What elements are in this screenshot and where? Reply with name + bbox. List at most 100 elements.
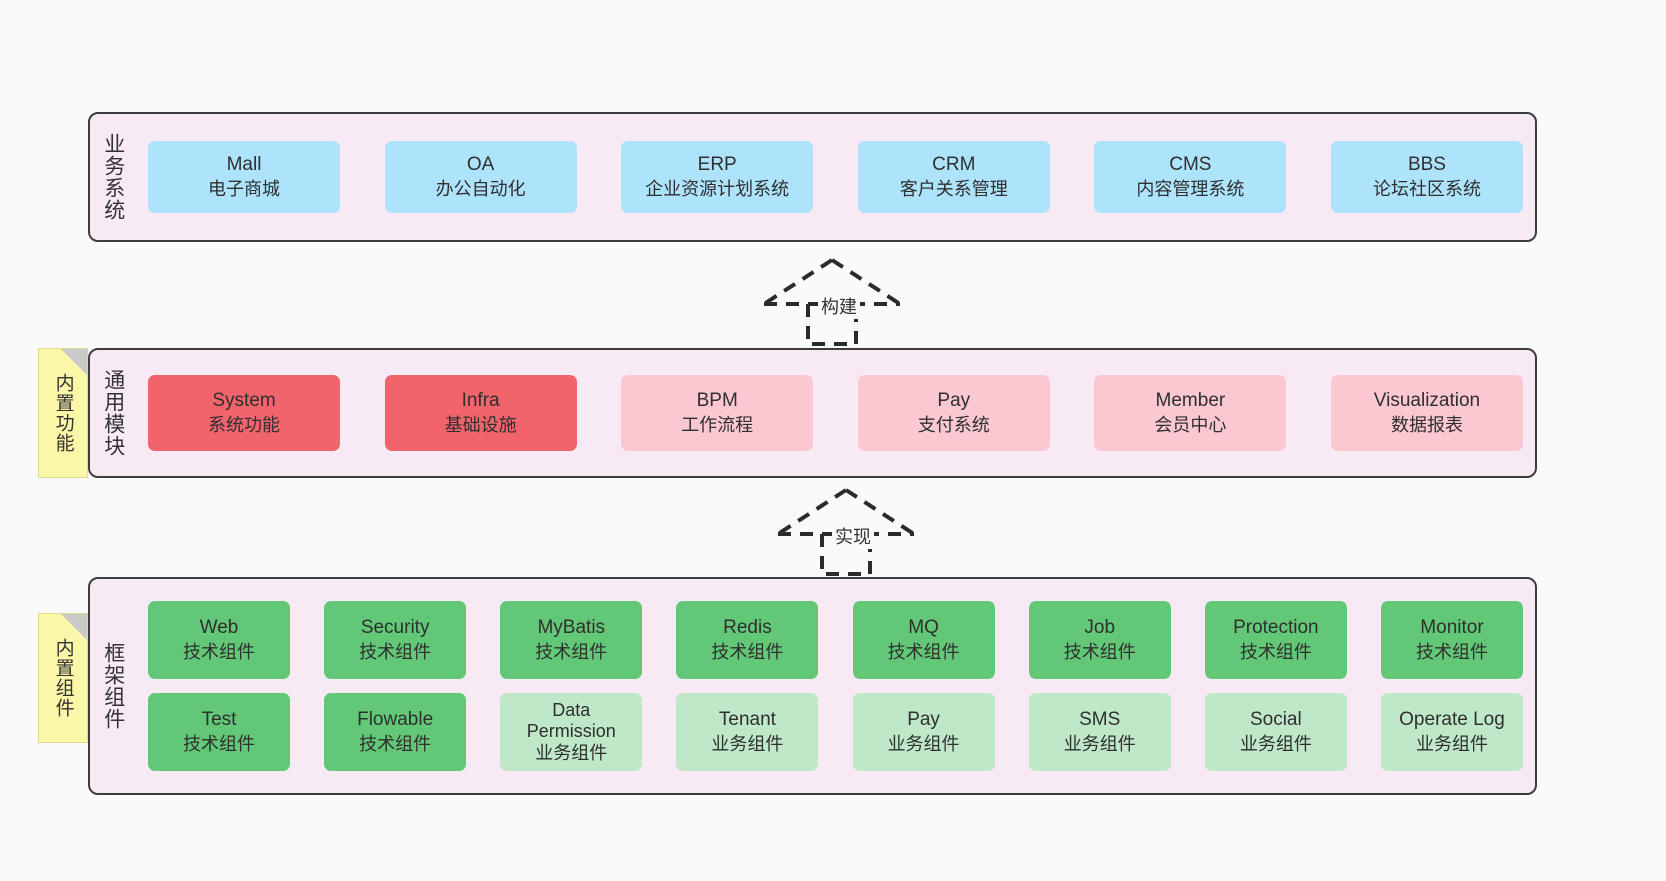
connector-implement: 实现 (770, 488, 922, 576)
card-monitor[interactable]: Monitor 技术组件 (1380, 601, 1523, 679)
card-mall-cn: 电子商城 (208, 178, 280, 199)
card-pay-module[interactable]: Pay 支付系统 (857, 375, 1050, 451)
card-infra-cn: 基础设施 (444, 414, 517, 435)
card-cms[interactable]: CMS 内容管理系统 (1094, 141, 1287, 213)
card-visualization-cn: 数据报表 (1390, 414, 1463, 435)
card-monitor-en: Monitor (1420, 616, 1484, 638)
card-flowable[interactable]: Flowable 技术组件 (324, 693, 467, 771)
card-cms-cn: 内容管理系统 (1136, 178, 1245, 199)
card-system-cn: 系统功能 (208, 414, 280, 435)
card-job[interactable]: Job 技术组件 (1028, 601, 1171, 679)
card-pay-component-cn: 业务组件 (887, 733, 960, 754)
card-system-en: System (212, 389, 276, 411)
card-pay-module-cn: 支付系统 (917, 414, 990, 435)
card-test-en: Test (201, 708, 237, 730)
connector-build-label: 构建 (818, 293, 860, 319)
card-operate-log-en: Operate Log (1399, 708, 1505, 730)
card-member-cn: 会员中心 (1154, 414, 1227, 435)
card-sms[interactable]: SMS 业务组件 (1028, 693, 1171, 771)
card-bbs-en: BBS (1407, 153, 1446, 175)
card-web[interactable]: Web 技术组件 (148, 601, 290, 679)
card-social[interactable]: Social 业务组件 (1204, 693, 1347, 771)
layer-common-title: 通用模块 (101, 369, 125, 457)
card-flowable-en: Flowable (357, 708, 434, 730)
layer-business-title: 业务系统 (101, 133, 125, 221)
card-erp-en: ERP (697, 153, 737, 175)
card-member[interactable]: Member 会员中心 (1094, 375, 1287, 451)
card-sms-cn: 业务组件 (1063, 733, 1136, 754)
card-bbs[interactable]: BBS 论坛社区系统 (1330, 141, 1523, 213)
card-system[interactable]: System 系统功能 (148, 375, 340, 451)
card-visualization-en: Visualization (1373, 389, 1481, 411)
card-bbs-cn: 论坛社区系统 (1372, 178, 1481, 199)
card-infra[interactable]: Infra 基础设施 (384, 375, 577, 451)
card-operate-log-cn: 业务组件 (1415, 733, 1488, 754)
framework-card-row-1: Web 技术组件 Security 技术组件 MyBatis 技术组件 Redi… (148, 601, 1523, 679)
card-erp[interactable]: ERP 企业资源计划系统 (621, 141, 814, 213)
card-data-permission[interactable]: Data Permission 业务组件 (500, 693, 643, 771)
card-social-cn: 业务组件 (1239, 733, 1312, 754)
layer-framework-components[interactable]: 框架组件 Web 技术组件 Security 技术组件 MyBatis 技术组件… (88, 577, 1537, 795)
layer-framework-title: 框架组件 (101, 642, 125, 730)
card-data-permission-en: Data Permission (526, 700, 616, 742)
card-erp-cn: 企业资源计划系统 (645, 178, 790, 199)
card-mall[interactable]: Mall 电子商城 (148, 141, 340, 213)
card-security-cn: 技术组件 (359, 641, 432, 662)
sticky-note-builtin-components: 内置组件 (38, 613, 88, 743)
sticky-note-builtin-features-label: 内置功能 (52, 373, 74, 453)
card-crm-en: CRM (932, 153, 976, 175)
card-mall-en: Mall (226, 153, 262, 175)
card-protection[interactable]: Protection 技术组件 (1204, 601, 1347, 679)
card-web-cn: 技术组件 (183, 641, 255, 662)
card-oa-cn: 办公自动化 (435, 178, 526, 199)
card-operate-log[interactable]: Operate Log 业务组件 (1380, 693, 1523, 771)
card-visualization[interactable]: Visualization 数据报表 (1330, 375, 1523, 451)
card-crm-cn: 客户关系管理 (899, 178, 1008, 199)
card-redis-en: Redis (723, 616, 772, 638)
card-mybatis-cn: 技术组件 (535, 641, 608, 662)
sticky-note-builtin-components-label: 内置组件 (52, 638, 74, 718)
card-flowable-cn: 技术组件 (359, 733, 432, 754)
common-card-row: System 系统功能 Infra 基础设施 BPM 工作流程 Pay 支付系统… (148, 375, 1523, 451)
card-security-en: Security (360, 616, 430, 638)
business-card-row: Mall 电子商城 OA 办公自动化 ERP 企业资源计划系统 CRM 客户关系… (148, 141, 1523, 213)
card-mq-en: MQ (908, 616, 939, 638)
card-job-en: Job (1084, 616, 1116, 638)
card-oa-en: OA (466, 153, 495, 175)
card-infra-en: Infra (461, 389, 500, 411)
card-protection-en: Protection (1233, 616, 1319, 638)
card-web-en: Web (199, 616, 239, 638)
connector-build: 构建 (756, 258, 908, 346)
card-protection-cn: 技术组件 (1239, 641, 1312, 662)
card-redis-cn: 技术组件 (711, 641, 784, 662)
card-cms-en: CMS (1169, 153, 1212, 175)
card-pay-component[interactable]: Pay 业务组件 (852, 693, 995, 771)
card-mq-cn: 技术组件 (887, 641, 960, 662)
layer-business-systems[interactable]: 业务系统 Mall 电子商城 OA 办公自动化 ERP 企业资源计划系统 CRM… (88, 112, 1537, 242)
card-tenant-en: Tenant (718, 708, 776, 730)
layer-common-modules[interactable]: 通用模块 System 系统功能 Infra 基础设施 BPM 工作流程 Pay… (88, 348, 1537, 478)
card-pay-module-en: Pay (937, 389, 971, 411)
card-member-en: Member (1155, 389, 1226, 411)
card-bpm[interactable]: BPM 工作流程 (621, 375, 814, 451)
card-sms-en: SMS (1079, 708, 1121, 730)
card-test[interactable]: Test 技术组件 (148, 693, 290, 771)
card-bpm-cn: 工作流程 (681, 414, 754, 435)
framework-card-row-2: Test 技术组件 Flowable 技术组件 Data Permission … (148, 693, 1523, 771)
card-tenant-cn: 业务组件 (711, 733, 784, 754)
card-crm[interactable]: CRM 客户关系管理 (857, 141, 1050, 213)
sticky-note-builtin-features: 内置功能 (38, 348, 88, 478)
card-data-permission-cn: 业务组件 (535, 742, 608, 763)
card-job-cn: 技术组件 (1063, 641, 1136, 662)
card-mybatis-en: MyBatis (537, 616, 606, 638)
card-monitor-cn: 技术组件 (1415, 641, 1488, 662)
card-security[interactable]: Security 技术组件 (324, 601, 467, 679)
card-mybatis[interactable]: MyBatis 技术组件 (500, 601, 643, 679)
connector-implement-label: 实现 (832, 523, 874, 549)
card-mq[interactable]: MQ 技术组件 (852, 601, 995, 679)
card-tenant[interactable]: Tenant 业务组件 (676, 693, 819, 771)
card-redis[interactable]: Redis 技术组件 (676, 601, 819, 679)
card-pay-component-en: Pay (907, 708, 940, 730)
card-oa[interactable]: OA 办公自动化 (384, 141, 577, 213)
